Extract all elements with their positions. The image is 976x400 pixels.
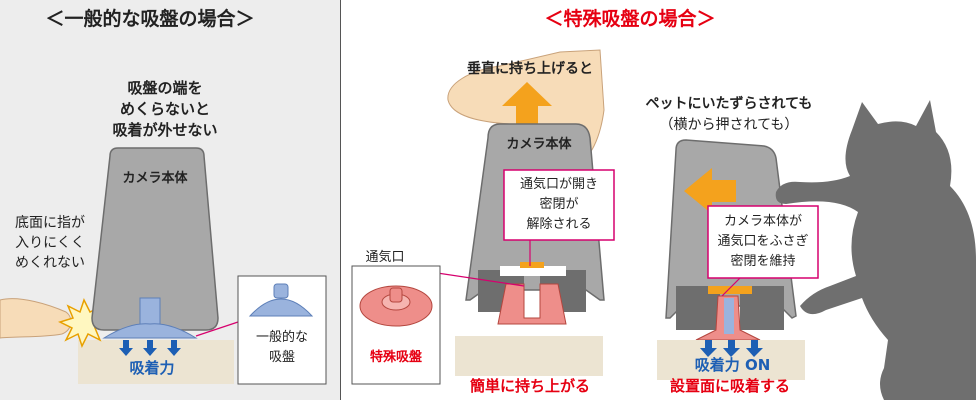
right-suction-arrows xyxy=(700,340,763,357)
middle-callout-line-3: 解除される xyxy=(526,217,592,232)
right-callout-box xyxy=(707,205,819,279)
right-sealed-air xyxy=(724,298,734,334)
middle-orange-plate xyxy=(520,262,544,268)
left-side-line-2: 入りにくく xyxy=(15,235,85,251)
middle-sealing-bar xyxy=(500,266,566,276)
lift-text: 垂直に持ち上げると xyxy=(467,61,593,77)
left-inset-line-2: 吸盤 xyxy=(268,350,295,365)
middle-bottom-label: 簡単に持ち上がる xyxy=(469,377,590,395)
left-camera-body xyxy=(91,147,219,331)
special-sucker-label: 特殊吸盤 xyxy=(369,350,422,365)
left-suction-cup xyxy=(102,323,198,339)
right-orange-plate xyxy=(708,286,752,294)
right-bottom-label: 設置面に吸着する xyxy=(669,377,790,395)
left-desc-line-2: めくらないと xyxy=(119,100,210,118)
left-suction-arrows xyxy=(119,340,181,356)
left-side-line-1: 底面に指が xyxy=(15,215,85,231)
left-heading: ＜一般的な吸盤の場合＞ xyxy=(45,8,255,30)
left-inset-line-1: 一般的な xyxy=(255,330,308,345)
left-desc-line-3: 吸着が外せない xyxy=(112,121,218,139)
left-desc-line-1: 吸盤の端を xyxy=(127,79,203,97)
finger-illustration xyxy=(0,298,72,339)
right-callout-line-2: 通気口をふさぎ xyxy=(717,234,809,249)
middle-surface xyxy=(455,336,603,376)
special-sucker-knob xyxy=(389,287,403,303)
middle-callout-box xyxy=(503,169,615,241)
right-suction-label: 吸着力 ON xyxy=(694,356,771,374)
middle-callout-line-1: 通気口が開き xyxy=(519,177,598,192)
right-callout-line-3: 密閉を維持 xyxy=(730,254,796,269)
cat-silhouette xyxy=(775,100,976,400)
push-arrow-icon xyxy=(684,168,736,214)
panel-divider xyxy=(340,0,341,400)
lift-arrow-icon xyxy=(502,82,552,128)
left-surface xyxy=(78,340,234,384)
right-callout-line-1: カメラ本体が xyxy=(723,214,802,229)
left-side-line-3: めくれない xyxy=(15,255,85,271)
middle-camera-label: カメラ本体 xyxy=(506,137,572,152)
vent-label: 通気口 xyxy=(365,250,405,265)
inset-cup-body xyxy=(248,298,314,317)
inset-cup-stem xyxy=(273,283,289,299)
middle-heading: ＜特殊吸盤の場合＞ xyxy=(544,8,716,30)
left-suction-label: 吸着力 xyxy=(129,359,175,377)
left-leader-line xyxy=(195,321,239,337)
middle-special-sucker xyxy=(497,283,567,325)
pet-line-2: （横から押されても） xyxy=(659,117,799,133)
pet-line-1: ペットにいたずらされても xyxy=(645,96,813,112)
middle-callout-line-2: 密閉が xyxy=(539,197,579,212)
right-callout-leader xyxy=(721,277,741,297)
left-camera-label: カメラ本体 xyxy=(122,171,188,186)
